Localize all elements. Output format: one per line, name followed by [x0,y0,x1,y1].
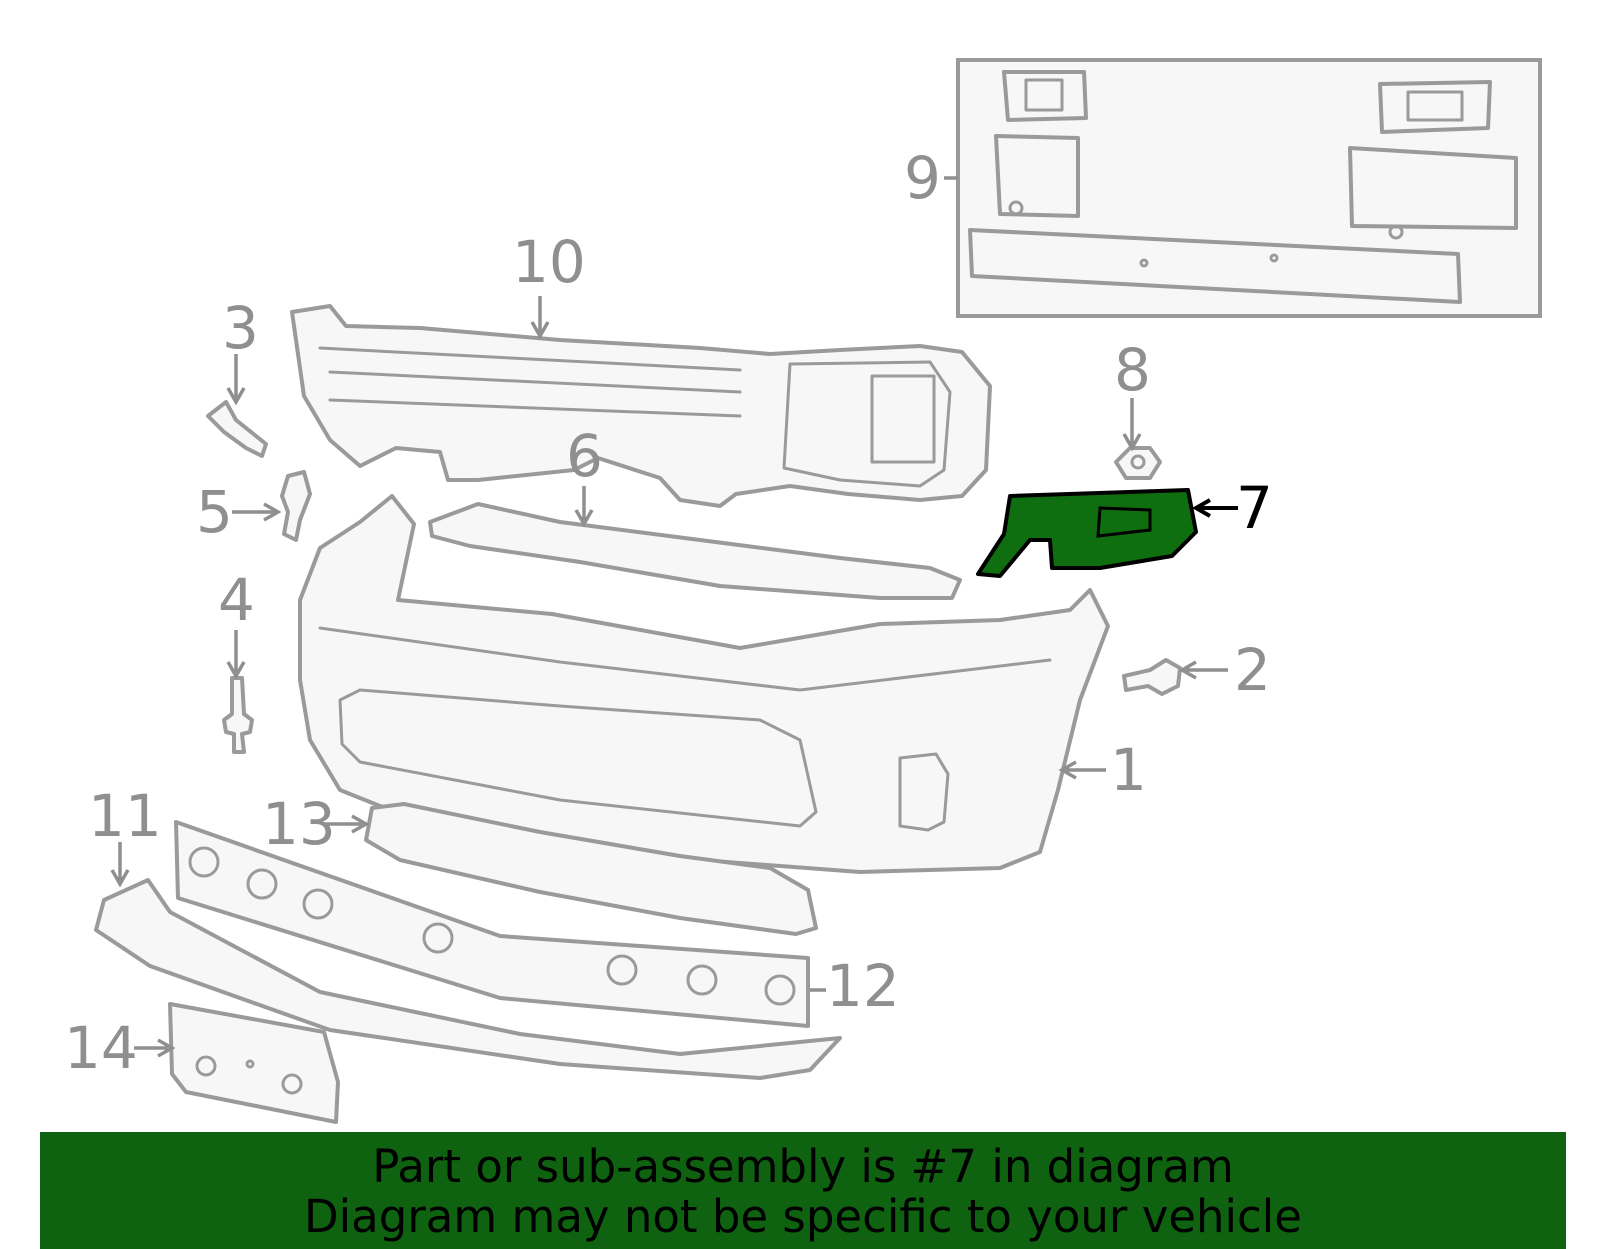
callout-13: 13 [262,790,336,858]
part-5-clip[interactable] [280,470,312,542]
callout-3: 3 [222,294,259,362]
callout-4: 4 [218,566,255,634]
callout-2: 2 [1234,636,1271,704]
leader-lines [110,176,1238,1058]
part-12-lower-panel[interactable] [174,820,810,1028]
banner-line-2: Diagram may not be specific to your vehi… [304,1190,1302,1243]
info-banner: Part or sub-assembly is #7 in diagram Di… [40,1132,1566,1249]
part-9-inset[interactable] [956,58,1542,318]
part-1-bumper-cover[interactable] [298,494,1110,874]
callout-9: 9 [904,144,941,212]
banner-line-1: Part or sub-assembly is #7 in diagram [372,1140,1234,1193]
part-10-reinforcement[interactable] [290,304,992,508]
callout-12: 12 [826,952,900,1020]
part-4-pin[interactable] [222,676,254,754]
part-11-valance[interactable] [94,878,842,1080]
callout-5: 5 [196,478,233,546]
callout-14: 14 [64,1014,138,1082]
part-3-fastener[interactable] [206,400,268,458]
callout-7: 7 [1236,474,1273,542]
callout-10: 10 [512,228,586,296]
callout-11: 11 [88,782,162,850]
part-14-plate-bracket[interactable] [168,1002,340,1124]
callout-labels: 10 3 6 5 4 8 7 2 1 9 11 13 12 14 [64,144,1273,1082]
part-13-grille[interactable] [364,802,818,936]
part-2-bolt[interactable] [1122,658,1182,696]
part-6-absorber[interactable] [428,502,962,600]
part-7-bracket-highlighted[interactable] [976,488,1198,578]
callout-1: 1 [1110,736,1147,804]
callout-6: 6 [566,422,603,490]
part-8-nut[interactable] [1114,446,1162,480]
callout-8: 8 [1114,336,1151,404]
